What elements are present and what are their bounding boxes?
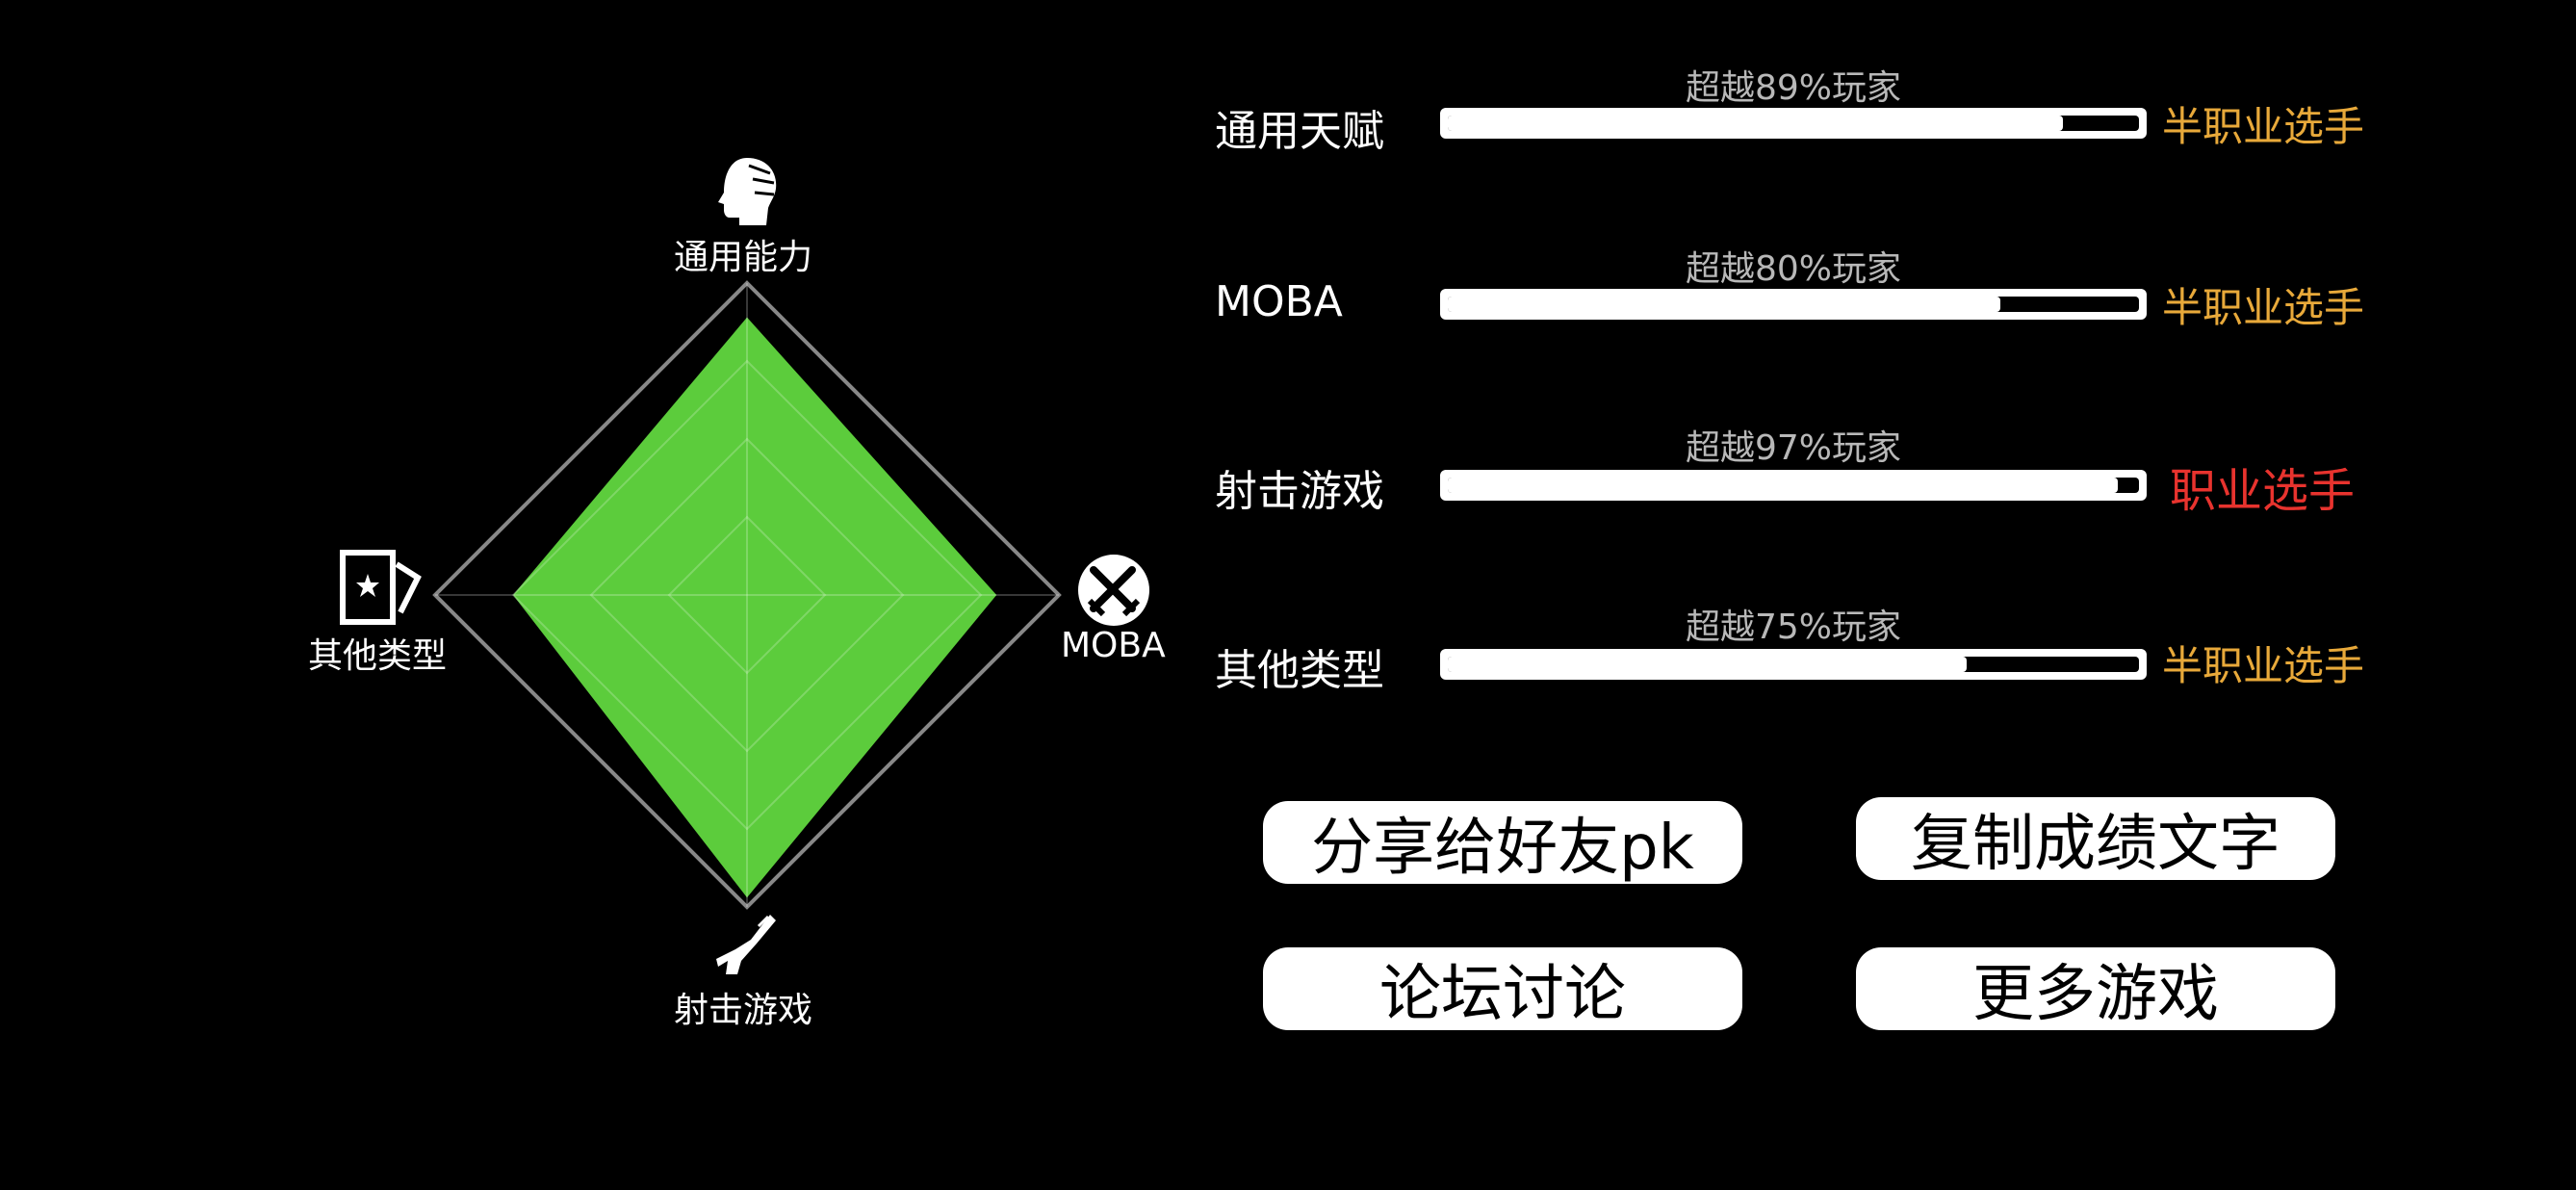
rank-badge: 职业选手 <box>2170 464 2356 518</box>
axis-label-general: 通用能力 <box>674 238 813 277</box>
crossed-swords-icon <box>1078 555 1149 626</box>
axis-label-other: 其他类型 <box>308 636 448 676</box>
card-star-icon <box>340 550 422 625</box>
stat-label: 通用天赋 <box>1215 107 1384 156</box>
radar-grid-ring <box>667 515 827 675</box>
percentile-text: 超越97%玩家 <box>1685 428 1902 468</box>
radar-grid-ring <box>589 437 905 753</box>
radar-frame <box>432 280 1062 910</box>
radar-data-area <box>513 317 997 898</box>
forum-button[interactable]: 论坛讨论 <box>1263 947 1742 1030</box>
progress-bar <box>1440 649 2147 680</box>
percentile-text: 超越89%玩家 <box>1685 68 1902 108</box>
head-icon <box>718 158 777 225</box>
radar-chart <box>432 280 1062 910</box>
rank-badge: 半职业选手 <box>2162 103 2365 150</box>
rank-badge: 半职业选手 <box>2162 284 2365 331</box>
axis-label-shooter: 射击游戏 <box>674 991 813 1030</box>
percentile-text: 超越75%玩家 <box>1685 608 1902 647</box>
more-games-button[interactable]: 更多游戏 <box>1856 947 2335 1030</box>
radar-grid-ring <box>511 359 983 831</box>
rifle-icon <box>716 915 776 974</box>
copy-result-button[interactable]: 复制成绩文字 <box>1856 797 2335 880</box>
stat-label: MOBA <box>1215 277 1343 326</box>
share-button[interactable]: 分享给好友pk <box>1263 801 1742 884</box>
progress-bar <box>1440 289 2147 320</box>
stat-label: 射击游戏 <box>1215 467 1384 516</box>
rank-badge: 半职业选手 <box>2162 642 2365 689</box>
progress-bar <box>1440 108 2147 139</box>
stat-label: 其他类型 <box>1215 646 1384 695</box>
axis-label-moba: MOBA <box>1061 626 1166 665</box>
percentile-text: 超越80%玩家 <box>1685 249 1902 289</box>
progress-bar <box>1440 470 2147 501</box>
